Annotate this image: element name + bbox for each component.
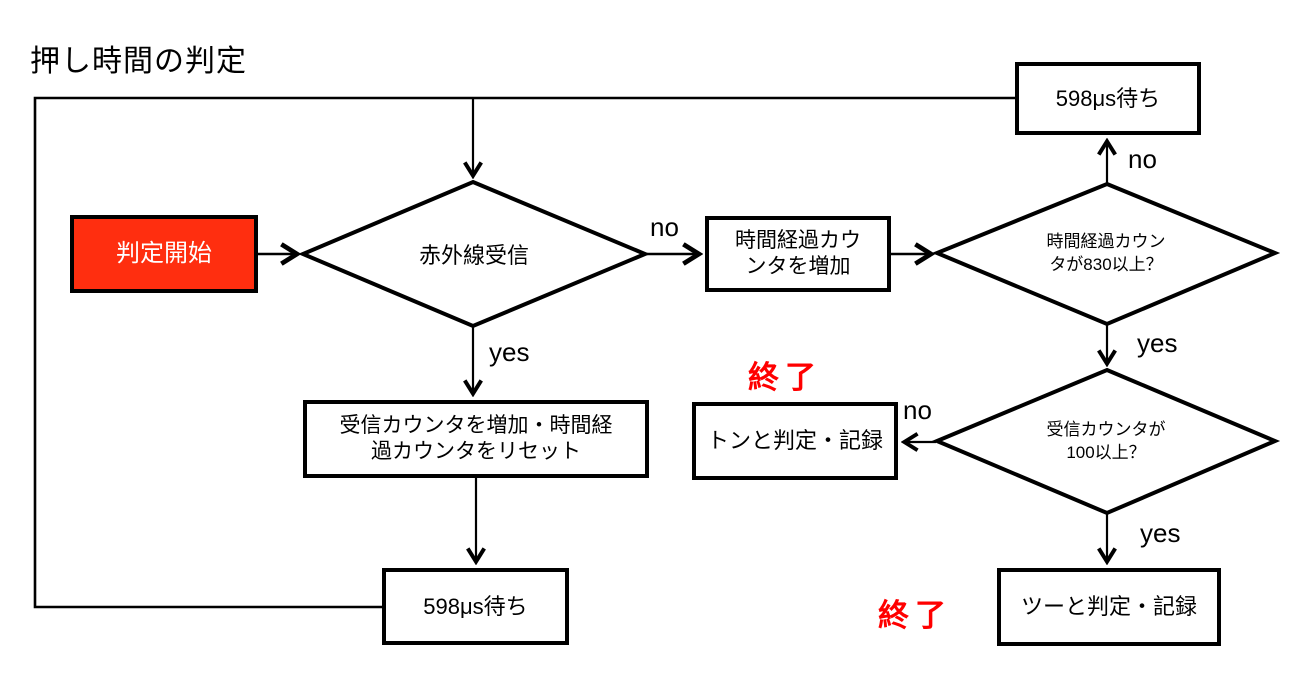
label-ir-no: no	[650, 212, 679, 242]
node-wait-bottom: 598μs待ち	[382, 568, 569, 645]
node-wait-top: 598μs待ち	[1015, 62, 1201, 135]
end-label-tsu: 終了	[878, 598, 952, 633]
elapsed-check-diamond	[931, 181, 1281, 327]
node-judge-tsu: ツーと判定・記録	[997, 568, 1221, 646]
ir-receive-diamond	[297, 179, 651, 329]
label-recv-yes: yes	[1140, 518, 1181, 548]
node-reset-counters: 受信カウンタを増加・時間経 過カウンタをリセット	[303, 400, 649, 478]
label-elapsed-no: no	[1128, 144, 1157, 174]
page-title: 押し時間の判定	[30, 45, 247, 78]
recv-check-diamond	[931, 367, 1281, 516]
node-increment-elapsed: 時間経過カウ ンタを増加	[705, 216, 891, 292]
node-start: 判定開始	[70, 215, 258, 293]
end-label-ton: 終了	[748, 360, 822, 395]
label-elapsed-yes: yes	[1137, 328, 1178, 358]
label-ir-yes: yes	[489, 337, 530, 367]
label-recv-no: no	[903, 395, 932, 425]
node-judge-ton: トンと判定・記録	[692, 402, 898, 480]
edge-feedback-loop	[33, 96, 1015, 609]
